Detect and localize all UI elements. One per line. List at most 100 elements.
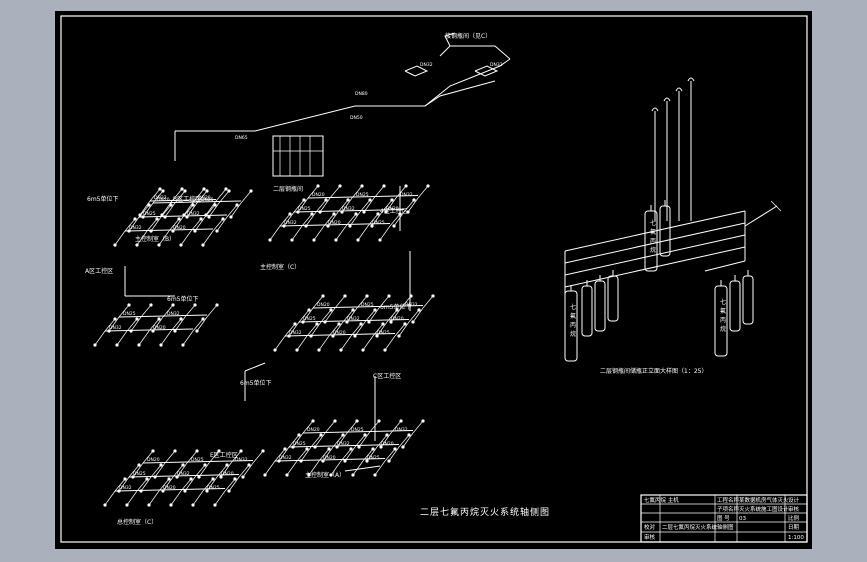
cylinder-label: 氟 (720, 307, 726, 315)
nozzle (287, 334, 291, 338)
pipe-tag: DN25 (143, 211, 156, 217)
title-block-cell: 审核 (644, 533, 656, 541)
nozzle (171, 303, 175, 307)
pipe-tag: DN32 (177, 471, 190, 477)
nozzle (235, 203, 239, 207)
pipe-segment (184, 476, 196, 492)
nozzle (149, 229, 153, 233)
pipe-tag: DN20 (312, 192, 325, 198)
nozzle (241, 475, 245, 479)
nozzle (426, 184, 430, 188)
nozzle (113, 317, 117, 321)
pipe-segment (374, 460, 386, 476)
pipe-segment (332, 321, 344, 337)
nozzle (345, 320, 349, 324)
nozzle (338, 184, 342, 188)
title-block: 七氟丙烷 主机 工程名称 某数据机房气体灭火 设计 子项名称 灭火系统施工图设计… (640, 494, 808, 543)
pipe-tag: DN25 (133, 471, 146, 477)
down-note: 6m5单位下 (87, 195, 118, 203)
pipe-segment (152, 316, 164, 332)
pipe-segment (192, 490, 204, 506)
pipe-tag: DN20 (198, 195, 211, 201)
pipe-segment (350, 323, 362, 337)
pipe-segment (286, 460, 298, 476)
pipe-segment (186, 202, 198, 218)
nozzle (177, 217, 181, 221)
pipe-tag: DN25 (372, 220, 385, 226)
nozzle (399, 419, 403, 423)
nozzle (159, 463, 163, 467)
zone-label: E区工控区 (210, 451, 238, 459)
pipe-tag: DN20 (147, 457, 160, 463)
pipe-segment (240, 190, 252, 204)
nozzle (141, 215, 145, 219)
station-a-rack: 二层钢瓶间 (272, 135, 324, 193)
pipe-segment (340, 335, 352, 351)
pipe-segment (307, 185, 319, 199)
title-block-cell: 七氟丙烷 主机 (644, 496, 679, 504)
nozzle (404, 184, 408, 188)
pipe-segment (205, 200, 217, 216)
pipe-segment (324, 307, 336, 323)
pipe-tag: DN20 (163, 485, 176, 491)
nozzle (173, 329, 177, 333)
pipe-segment (310, 434, 322, 448)
nozzle (129, 329, 133, 333)
riser-cap (675, 87, 683, 92)
pipe-segment (242, 462, 254, 478)
pipe-segment (319, 197, 331, 213)
pipe-tag: DN25 (191, 457, 204, 463)
nozzle (371, 447, 375, 451)
pipe-tag: DN20 (317, 302, 330, 308)
pipe-segment (192, 318, 204, 332)
pipe-segment (302, 307, 314, 323)
nozzle (249, 189, 253, 193)
pipe-tag: DN25 (356, 192, 369, 198)
pipe-segment (140, 304, 152, 318)
pipe-segment (345, 213, 357, 227)
nozzle (351, 473, 355, 477)
rack-rail (564, 222, 746, 264)
nozzle (191, 503, 195, 507)
nozzle (367, 320, 371, 324)
pipe-segment (292, 432, 304, 448)
pipe-tag: DN32 (400, 192, 413, 198)
gas-cylinder (594, 280, 606, 332)
pipe-segment (279, 213, 291, 227)
pipe-segment (354, 434, 366, 448)
pipe-segment (208, 450, 220, 464)
pipe-segment (390, 420, 402, 434)
pipe-segment (306, 323, 318, 337)
nozzle (293, 322, 297, 326)
nozzle (326, 224, 330, 228)
nozzle (356, 238, 360, 242)
nozzle (363, 433, 367, 437)
pipe-segment (386, 309, 398, 323)
nozzle (115, 343, 119, 347)
pipe-segment (346, 307, 358, 323)
pipe-segment (149, 188, 161, 202)
pipe-segment (164, 450, 176, 464)
pipe-segment (172, 464, 184, 478)
pipe-segment (288, 321, 300, 337)
nozzle (390, 198, 394, 202)
gas-cylinder (742, 275, 754, 325)
pipe-segment (379, 225, 391, 241)
pipe-segment (252, 450, 264, 464)
nozzle (225, 463, 229, 467)
nozzle (207, 215, 211, 219)
nozzle (217, 449, 221, 453)
nozzle (169, 203, 173, 207)
nozzle (123, 477, 127, 481)
room-label: 主控制室（C） (260, 263, 300, 271)
supply-main: DN80 DN65 DN50 DN32 DN32 接钢瓶间（见C） (175, 32, 511, 141)
cad-viewport[interactable]: DN80 DN65 DN50 DN32 DN32 接钢瓶间（见C） 二层钢瓶间 … (55, 11, 812, 549)
nozzle (307, 308, 311, 312)
nozzle (343, 459, 347, 463)
nozzle (155, 217, 159, 221)
pipe-segment (291, 225, 303, 241)
main-title: 二层七氟丙烷灭火系统轴侧图 (420, 506, 550, 518)
pipe-segment (108, 316, 120, 332)
pipe-segment (128, 216, 140, 232)
pipe-segment (302, 430, 414, 434)
